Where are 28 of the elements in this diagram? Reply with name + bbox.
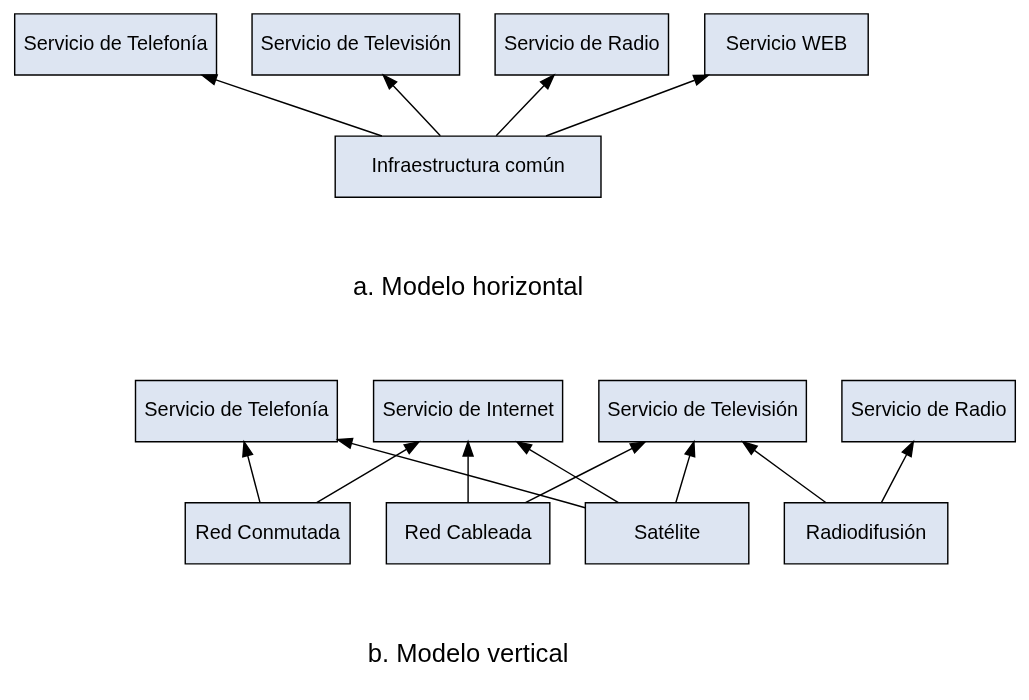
node-box: Servicio de Radio xyxy=(493,13,669,76)
arrow xyxy=(381,73,441,137)
arrow xyxy=(461,439,474,504)
arrow xyxy=(674,439,695,504)
arrow xyxy=(335,437,586,509)
arrow xyxy=(199,74,383,137)
arrow xyxy=(880,439,914,504)
arrow xyxy=(495,73,555,137)
node-box: Servicio de Telefonía xyxy=(134,379,338,443)
arrow xyxy=(241,439,261,504)
node-box: Servicio WEB xyxy=(703,13,869,76)
arrow xyxy=(315,440,421,504)
label: a. Modelo horizontal xyxy=(352,272,583,301)
node-box: Satélite xyxy=(584,502,749,565)
node-box: Servicio de Televisión xyxy=(250,13,460,76)
node-box: Servicio de Radio xyxy=(840,379,1016,443)
node-box: Servicio de Internet xyxy=(372,379,563,443)
arrow xyxy=(544,74,710,137)
node-box: Servicio de Televisión xyxy=(597,379,807,443)
label: b. Modelo vertical xyxy=(367,638,568,667)
node-box: Radiodifusión xyxy=(783,502,948,565)
arrow xyxy=(524,440,647,504)
node-box: Red Conmutada xyxy=(184,502,351,565)
node-box: Servicio de Telefonía xyxy=(13,13,217,76)
node-box: Infraestructura común xyxy=(334,135,602,198)
arrow xyxy=(514,440,619,504)
arrow xyxy=(740,440,827,504)
node-box: Red Cableada xyxy=(385,502,551,565)
